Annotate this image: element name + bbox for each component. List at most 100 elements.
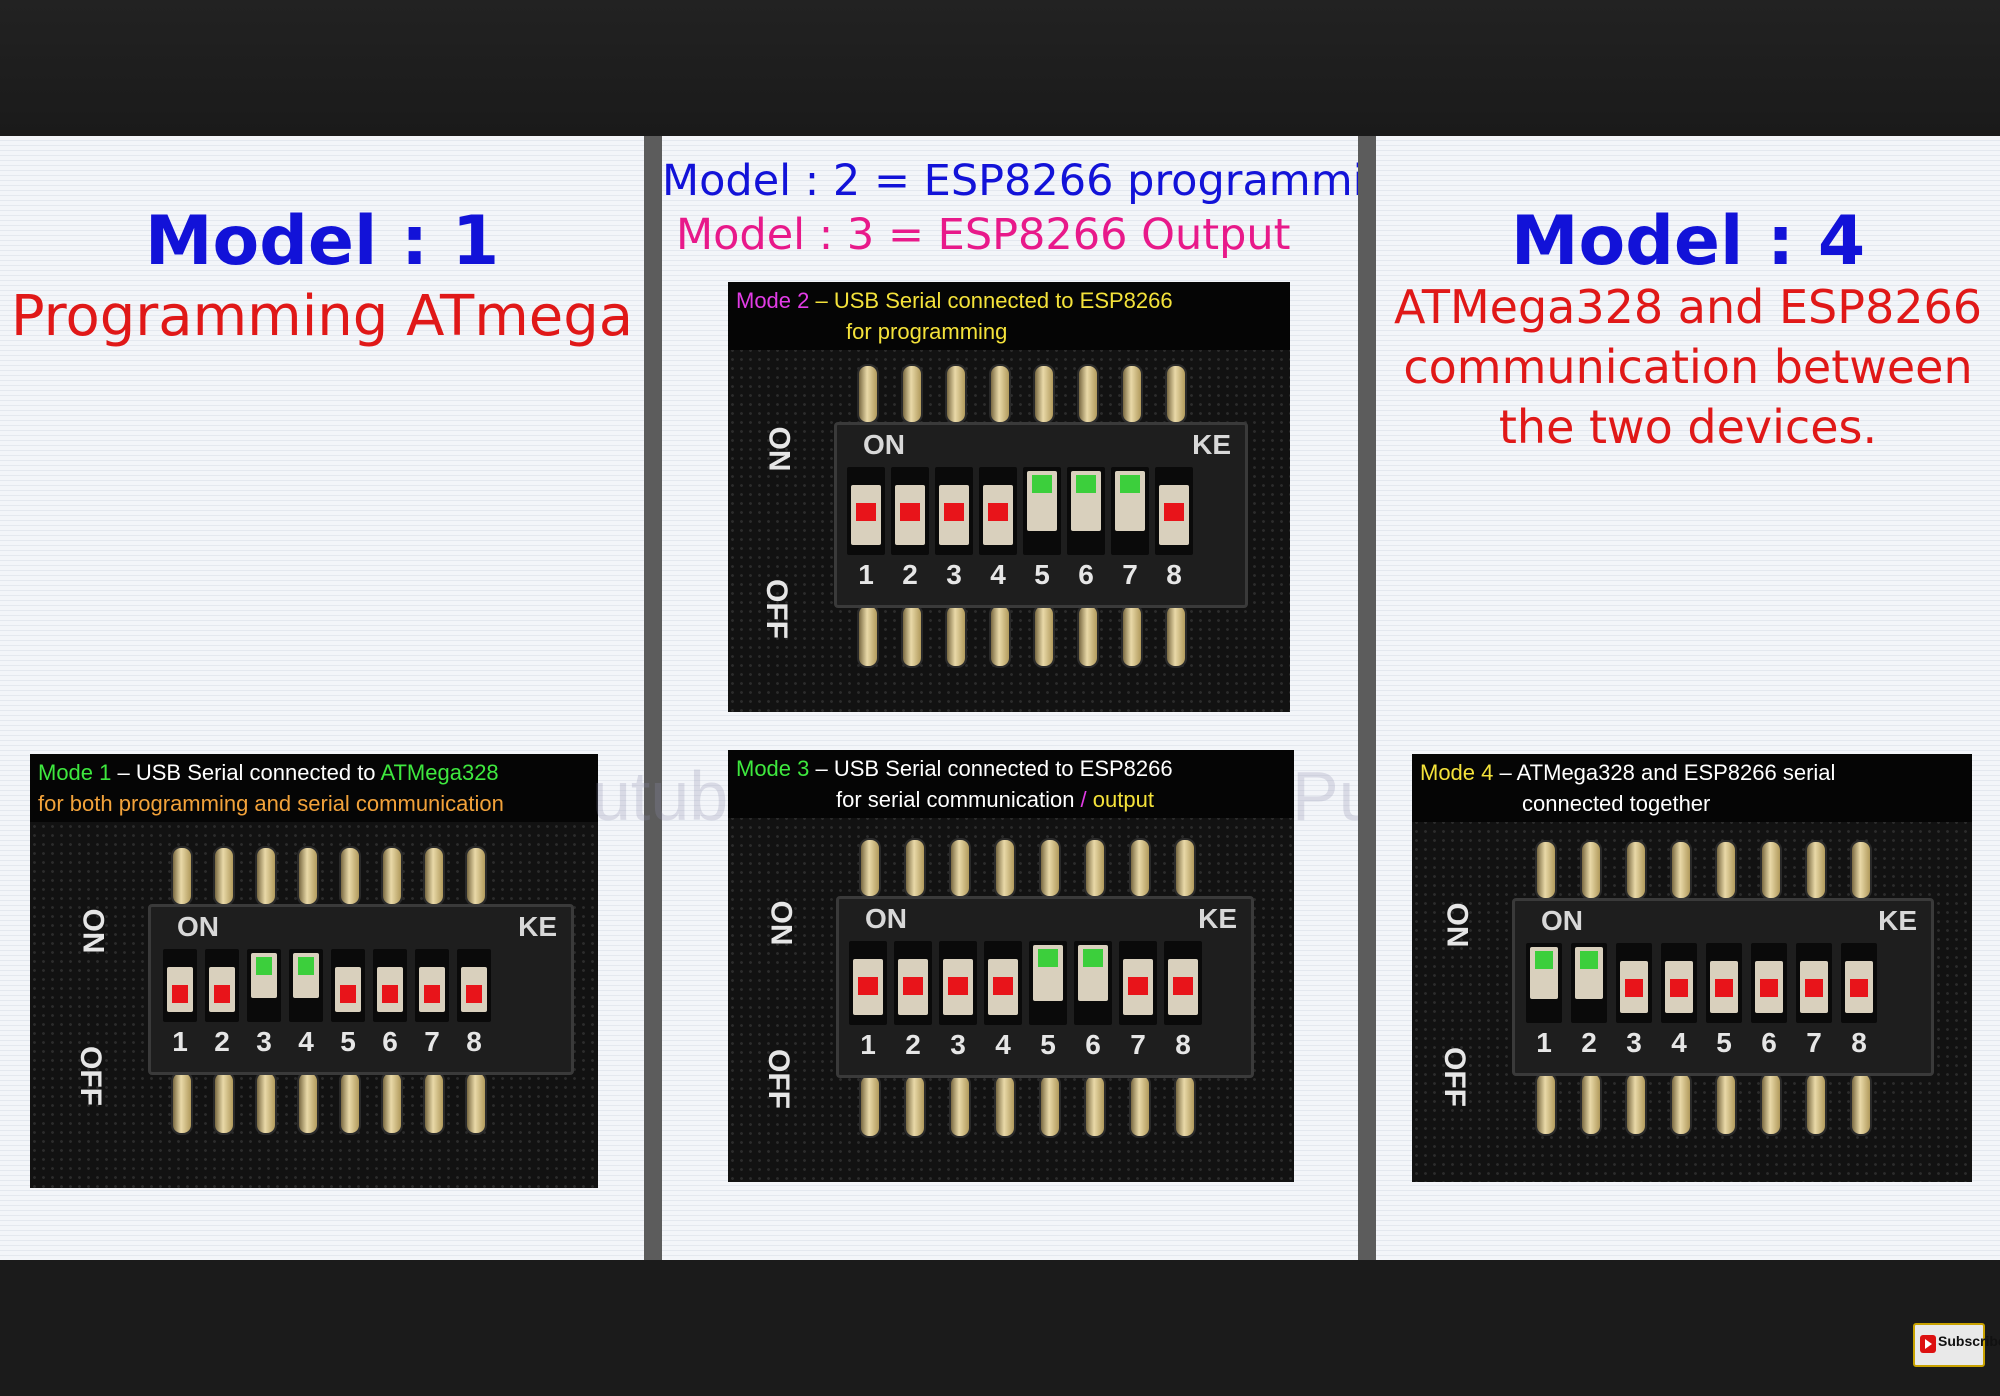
dip-slot-8[interactable]	[457, 949, 491, 1022]
switch-number: 2	[902, 559, 918, 590]
dip-lever	[943, 959, 973, 1015]
switch-number: 2	[1581, 1027, 1597, 1058]
dip-slot-1[interactable]	[849, 941, 887, 1025]
switch-pin	[949, 838, 971, 898]
side-off-label: OFF	[74, 1046, 107, 1106]
switch-pin	[989, 364, 1011, 424]
dip-lever	[1620, 961, 1648, 1013]
dip-lever	[1665, 961, 1693, 1013]
dip-slot-8[interactable]	[1164, 941, 1202, 1025]
dip-slot-5[interactable]	[1029, 941, 1067, 1025]
switch-number: 5	[1040, 1029, 1056, 1060]
switch-pin	[297, 846, 319, 906]
switch-pin	[859, 1074, 881, 1138]
off-indicator	[856, 503, 876, 521]
switch-pin	[857, 604, 879, 668]
model-1-subtitle: Programming ATmega	[10, 284, 634, 349]
dip-lever	[895, 485, 925, 545]
dip-slot-7[interactable]	[415, 949, 449, 1022]
switch-pin	[949, 1074, 971, 1138]
dip-slot-6[interactable]	[1067, 467, 1105, 555]
switch-pin	[339, 1071, 361, 1135]
dip-slot-3[interactable]	[935, 467, 973, 555]
dip-slot-1[interactable]	[1526, 943, 1562, 1023]
mode-2-photo: Mode 2 – USB Serial connected to ESP8266…	[728, 282, 1290, 712]
switch-on-label: ON	[1541, 905, 1583, 936]
dip-slot-4[interactable]	[984, 941, 1022, 1025]
dip-slot-4[interactable]	[979, 467, 1017, 555]
on-indicator	[1535, 951, 1553, 969]
switch-ke-label: KE	[1198, 903, 1237, 934]
switch-pin	[1121, 364, 1143, 424]
switch-pin	[1084, 1074, 1106, 1138]
dip-lever	[1123, 959, 1153, 1015]
dip-slot-6[interactable]	[1751, 943, 1787, 1023]
dip-slot-6[interactable]	[1074, 941, 1112, 1025]
switch-pin	[945, 364, 967, 424]
dip-slot-8[interactable]	[1155, 467, 1193, 555]
off-indicator	[944, 503, 964, 521]
switch-pin	[423, 846, 445, 906]
dip-slot-8[interactable]	[1841, 943, 1877, 1023]
mode-3-photo: Mode 3 – USB Serial connected to ESP8266…	[728, 750, 1294, 1182]
switch-pin	[1670, 840, 1692, 900]
switch-pin	[1129, 838, 1151, 898]
dip-lever	[167, 967, 193, 1012]
caption-mode-label: Mode 2	[736, 288, 810, 313]
model-1-title: Model : 1	[144, 202, 500, 281]
mode-2-caption: Mode 2 – USB Serial connected to ESP8266…	[728, 282, 1290, 350]
dip-slot-3[interactable]	[939, 941, 977, 1025]
dip-slot-1[interactable]	[163, 949, 197, 1022]
dip-slot-4[interactable]	[1661, 943, 1697, 1023]
dip-slot-7[interactable]	[1796, 943, 1832, 1023]
switch-pin	[1165, 604, 1187, 668]
mode-3-caption: Mode 3 – USB Serial connected to ESP8266…	[728, 750, 1294, 818]
switch-number: 8	[1851, 1027, 1867, 1058]
dip-slot-7[interactable]	[1119, 941, 1157, 1025]
top-letterbox-bar	[0, 0, 2000, 136]
dip-slot-3[interactable]	[247, 949, 281, 1022]
switch-number: 3	[256, 1026, 272, 1057]
caption-text: – USB Serial connected to ESP8266	[809, 756, 1173, 781]
switch-number: 6	[1085, 1029, 1101, 1060]
switch-number: 5	[340, 1026, 356, 1057]
dip-slot-4[interactable]	[289, 949, 323, 1022]
off-indicator	[172, 985, 188, 1003]
off-indicator	[1760, 979, 1778, 997]
dip-slot-5[interactable]	[331, 949, 365, 1022]
switch-pin	[1165, 364, 1187, 424]
switch-pin	[339, 846, 361, 906]
dip-slot-3[interactable]	[1616, 943, 1652, 1023]
dip-slot-1[interactable]	[847, 467, 885, 555]
caption-line2: connected together	[1522, 791, 1711, 816]
off-indicator	[903, 977, 923, 995]
dip-slot-7[interactable]	[1111, 467, 1149, 555]
dip-slot-5[interactable]	[1023, 467, 1061, 555]
dip-slot-6[interactable]	[373, 949, 407, 1022]
switch-pin	[255, 1071, 277, 1135]
dip-slot-2[interactable]	[205, 949, 239, 1022]
off-indicator	[214, 985, 230, 1003]
switch-number: 8	[1166, 559, 1182, 590]
dip-slot-5[interactable]	[1706, 943, 1742, 1023]
dip-slot-2[interactable]	[894, 941, 932, 1025]
switch-pin	[901, 364, 923, 424]
switch-number: 4	[995, 1029, 1011, 1060]
switch-pin	[1033, 364, 1055, 424]
switch-number: 5	[1034, 559, 1050, 590]
mode-4-photo: Mode 4 – ATMega328 and ESP8266 serial co…	[1412, 754, 1972, 1182]
switch-number: 7	[1806, 1027, 1822, 1058]
switch-pin	[1033, 604, 1055, 668]
switch-ke-label: KE	[1878, 905, 1917, 936]
dip-slot-2[interactable]	[891, 467, 929, 555]
on-indicator	[1076, 475, 1096, 493]
switch-number: 6	[1761, 1027, 1777, 1058]
switch-number: 8	[466, 1026, 482, 1057]
switch-pin	[859, 838, 881, 898]
dip-slot-2[interactable]	[1571, 943, 1607, 1023]
subscribe-button[interactable]: Subscribe	[1913, 1323, 2000, 1367]
caption-mode-label: Mode 3	[736, 756, 810, 781]
